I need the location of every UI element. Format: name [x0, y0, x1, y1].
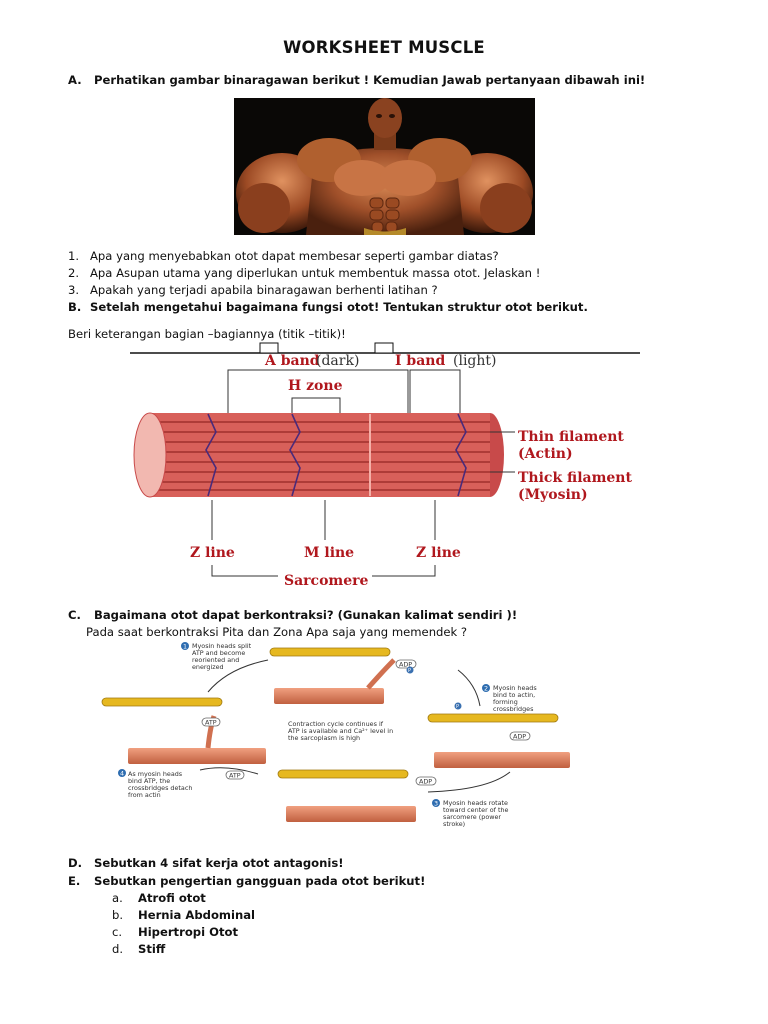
question-text: Apakah yang terjadi apabila binaragawan … [90, 283, 438, 297]
adp-label-2: ADP [513, 733, 526, 741]
center-note-line-3: the sarcoplasm is high [288, 734, 360, 742]
question-number: 2. [68, 266, 80, 280]
section-d-text: Sebutkan 4 sifat kerja otot antagonis! [94, 856, 344, 870]
atp-label-2: ATP [229, 772, 241, 780]
thick-filament-label: Thick filament [518, 470, 632, 486]
step-2-line-2: bind to actin, [493, 691, 535, 699]
atp-label-1: ATP [205, 719, 217, 727]
section-a-text: Perhatikan gambar binaragawan berikut ! … [94, 73, 646, 87]
section-e-letter: E. [68, 874, 81, 888]
step-4-line-3: crossbridges detach [128, 784, 192, 792]
step-3-line-1: Myosin heads rotate [443, 799, 508, 807]
bodybuilder-photo [234, 98, 535, 235]
contraction-cycle-diagram: ADP ADP ADP ATP ATP P P 1 2 3 4 Myosin h… [98, 640, 578, 840]
phosphate-marker-2 [454, 702, 462, 710]
question-3: 3. Apakah yang terjadi apabila binaragawa… [68, 283, 438, 297]
center-note-line-2: ATP is available and Ca²⁺ level in [288, 727, 393, 735]
section-c-letter: C. [68, 608, 81, 622]
m-line-label: M line [304, 545, 354, 561]
step-1-line-2: ATP and become [192, 649, 245, 657]
step-1-line-4: energized [192, 663, 224, 671]
adp-label-3: ADP [419, 778, 432, 786]
section-b-instruction: Beri keterangan bagian –bagiannya (titik… [68, 327, 346, 341]
question-number: 3. [68, 283, 80, 297]
section-e-heading: E. Sebutkan pengertian gangguan pada otot… [68, 874, 425, 888]
i-band-label: I band [395, 353, 445, 369]
step-2-number: 2 [484, 685, 488, 693]
step-1-line-1: Myosin heads split [192, 642, 252, 650]
contraction-cycle-svg: ADP ADP ADP ATP ATP P P 1 2 3 4 Myosin h… [101, 642, 570, 828]
bodybuilder-illustration [234, 98, 535, 235]
step-4-line-2: bind ATP, the [128, 777, 170, 785]
disorder-item-d: d. Stiff [112, 942, 165, 956]
question-text: Apa Asupan utama yang diperlukan untuk m… [90, 266, 541, 280]
section-d-heading: D. Sebutkan 4 sifat kerja otot antagonis! [68, 856, 344, 870]
phosphate-label-2: P [456, 704, 459, 710]
disorder-text: Hernia Abdominal [138, 908, 256, 922]
phosphate-label-1: P [408, 668, 411, 674]
myosin-label: (Myosin) [518, 487, 588, 503]
question-text: Apa yang menyebabkan otot dapat membesar… [90, 249, 499, 263]
step-4-line-1: As myosin heads [128, 770, 183, 778]
question-1: 1. Apa yang menyebabkan otot dapat membes… [68, 249, 499, 263]
disorder-item-c: c. Hipertropi Otot [112, 925, 238, 939]
a-band-note: (dark) [316, 353, 359, 369]
section-b-letter: B. [68, 300, 82, 314]
z-line-right-label: Z line [416, 545, 461, 561]
muscle-fiber-diagram: A band (dark) I band (light) H zone [120, 340, 650, 596]
section-c-heading: C. Bagaimana otot dapat berkontraksi? (Gu… [68, 608, 517, 622]
section-b-heading: B. Setelah mengetahui bagaimana fungsi ot… [68, 300, 588, 314]
question-number: 1. [68, 249, 80, 263]
thin-filament-label: Thin filament [518, 429, 624, 445]
section-d-letter: D. [68, 856, 83, 870]
section-c-text: Bagaimana otot dapat berkontraksi? (Guna… [94, 608, 518, 622]
disorder-letter: d. [112, 942, 124, 956]
disorder-text: Atrofi otot [138, 891, 206, 905]
step-3-line-2: toward center of the [443, 806, 509, 814]
step-2-line-3: forming [493, 698, 518, 706]
step-3-line-3: sarcomere (power [443, 813, 501, 821]
section-a-heading: A. Perhatikan gambar binaragawan berikut … [68, 73, 645, 87]
step-4-line-4: from actin [128, 791, 161, 799]
section-b-text: Setelah mengetahui bagaimana fungsi otot… [90, 300, 588, 314]
step-3-line-4: stroke) [443, 820, 465, 828]
center-note-line-1: Contraction cycle continues if [288, 720, 384, 728]
step-1-line-3: reoriented and [192, 656, 239, 664]
step-3-number: 3 [434, 800, 438, 808]
i-band-note: (light) [453, 353, 496, 369]
section-e-text: Sebutkan pengertian gangguan pada otot b… [94, 874, 426, 888]
h-zone-label: H zone [288, 378, 343, 394]
section-a-letter: A. [68, 73, 82, 87]
page-title: WORKSHEET MUSCLE [283, 38, 485, 57]
disorder-letter: b. [112, 908, 124, 922]
sarcomere-label: Sarcomere [284, 573, 369, 589]
disorder-text: Hipertropi Otot [138, 925, 238, 939]
question-2: 2. Apa Asupan utama yang diperlukan untuk… [68, 266, 540, 280]
disorder-letter: a. [112, 891, 123, 905]
section-c-subtext: Pada saat berkontraksi Pita dan Zona Apa… [86, 625, 468, 639]
z-line-left-label: Z line [190, 545, 235, 561]
step-2-line-1: Myosin heads [493, 684, 537, 692]
a-band-label: A band [264, 353, 320, 369]
muscle-fiber-svg: A band (dark) I band (light) H zone [130, 342, 640, 589]
actin-label: (Actin) [518, 446, 573, 462]
disorder-text: Stiff [138, 942, 166, 956]
adp-label-1: ADP [399, 661, 412, 669]
disorder-item-a: a. Atrofi otot [112, 891, 206, 905]
disorder-item-b: b. Hernia Abdominal [112, 908, 255, 922]
step-1-number: 1 [183, 643, 187, 651]
disorder-letter: c. [112, 925, 123, 939]
phosphate-marker-1 [406, 666, 414, 674]
step-2-line-4: crossbridges [493, 705, 534, 713]
step-4-number: 4 [120, 770, 124, 778]
